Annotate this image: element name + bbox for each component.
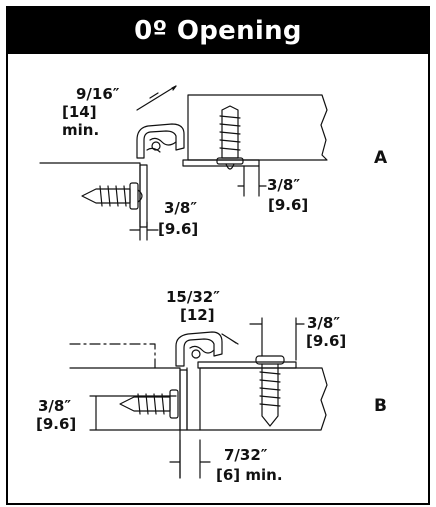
view-b-hinge-detail [189, 345, 215, 354]
view-b-top-dim-fraction: 15/32″ [166, 288, 220, 306]
view-b-drawing [69, 317, 328, 479]
view-b-left-dim-metric: [9.6] [36, 415, 77, 433]
view-b-bottom-dim-metric: [6] min. [216, 466, 283, 484]
view-a-bottom-dim-lines [129, 221, 159, 241]
view-b-vertical-screw [255, 355, 285, 427]
view-b-door-plate [197, 361, 297, 369]
view-b-right-dim-lines [249, 317, 305, 361]
view-b-tag: B [374, 396, 387, 416]
view-b-right-dim-metric: [9.6] [306, 332, 347, 350]
view-b-top-dim-metric: [12] [180, 306, 215, 324]
view-a-door-plate [182, 159, 260, 167]
view-a-hinge-profile [136, 123, 185, 159]
view-a-right-dim-fraction: 3/8″ [267, 176, 301, 194]
view-b-dashed-outline [69, 343, 156, 369]
view-b-cabinet-plate [179, 369, 188, 431]
view-b-door-panel [199, 367, 328, 431]
view-a-bottom-dim-fraction: 3/8″ [164, 199, 198, 217]
view-a-horizontal-screw [81, 182, 143, 210]
view-b-bottom-dim-fraction: 7/32″ [224, 446, 268, 464]
view-a-vertical-screw [216, 105, 244, 170]
view-a-hinge-pin [151, 141, 161, 151]
diagram-frame: 0º Opening [6, 6, 430, 505]
view-a-right-dim-metric: [9.6] [268, 196, 309, 214]
page-title: 0º Opening [8, 8, 428, 54]
view-b-hinge-profile [175, 331, 223, 367]
view-a-tag: A [374, 148, 388, 168]
view-a-drawing [39, 85, 328, 241]
view-a-right-dim-lines [237, 165, 267, 197]
view-b-top-dim-line [221, 333, 239, 345]
view-a-bottom-dim-metric: [9.6] [158, 220, 199, 238]
view-a-top-dim-arrow [171, 85, 177, 91]
view-a-top-dim-fraction: 9/16″ [76, 85, 120, 103]
view-a-door-panel [187, 94, 328, 161]
view-a-top-dim-metric: [14] [62, 103, 97, 121]
view-a-hinge-detail [146, 137, 177, 153]
view-a-top-dim-line [136, 85, 177, 111]
view-b-left-dim-fraction: 3/8″ [38, 397, 72, 415]
view-b-bottom-dim-lines [169, 439, 211, 479]
view-b-left-dim-lines [89, 395, 181, 431]
view-b-horizontal-screw [119, 389, 179, 419]
view-a-cabinet-plate [139, 164, 148, 228]
view-a-top-dim-note: min. [62, 121, 100, 139]
view-b-right-dim-fraction: 3/8″ [307, 314, 341, 332]
view-b-hinge-pin [191, 349, 201, 359]
